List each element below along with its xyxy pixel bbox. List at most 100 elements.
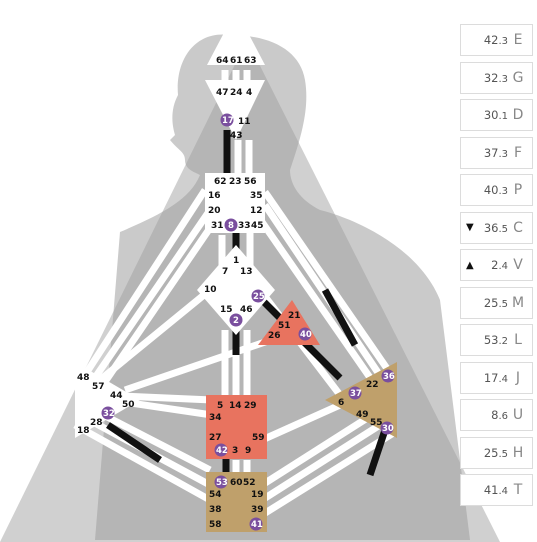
value-decimal: .4 — [498, 261, 508, 272]
planet-row[interactable]: ▼ 36.5 C — [460, 211, 533, 244]
gate-label-highlighted: 53 — [216, 478, 228, 488]
gate-label: 21 — [288, 311, 301, 321]
gate-label-highlighted: 30 — [382, 424, 394, 434]
planet-letter: U — [512, 407, 524, 423]
value-whole: 36 — [483, 220, 499, 235]
gate-label: 6 — [338, 398, 344, 408]
planet-row[interactable]: 17.4 J — [460, 361, 533, 394]
gate-label-highlighted: 36 — [383, 372, 395, 382]
gate-label: 34 — [209, 413, 222, 423]
gate-highlight-marker — [348, 386, 362, 400]
gate-label: 60 — [230, 478, 243, 488]
arrow-indicator: ▼ — [466, 222, 474, 233]
gate-label: 57 — [92, 382, 105, 392]
value-whole: 40 — [483, 183, 499, 197]
value-decimal: .4 — [498, 486, 508, 497]
gate-label: 63 — [244, 56, 257, 66]
gate-label: 31 — [211, 221, 224, 231]
planet-value: 8.6 — [491, 408, 508, 422]
ajna-center — [205, 80, 265, 140]
gate-label: 59 — [252, 433, 265, 443]
value-whole: 25 — [483, 295, 499, 310]
gate-label-highlighted: 37 — [350, 389, 362, 399]
gate-label: 51 — [278, 321, 291, 331]
planet-value: 30.1 — [484, 108, 508, 122]
gate-label: 10 — [204, 285, 217, 295]
gate-label: 35 — [250, 191, 263, 201]
gate-label: 58 — [209, 520, 222, 530]
gate-label: 5 — [217, 401, 223, 411]
gate-label: 62 — [214, 177, 227, 187]
gate-label: 64 — [216, 56, 229, 66]
gate-label: 1 — [233, 256, 239, 266]
gate-label: 4 — [246, 88, 252, 98]
solar-plexus-center — [325, 362, 397, 438]
gate-label: 28 — [90, 418, 103, 428]
gate-label: 12 — [250, 206, 263, 216]
planet-value: 40.3 — [484, 183, 508, 197]
value-decimal: .4 — [498, 373, 508, 385]
gate-label: 27 — [209, 433, 222, 443]
value-decimal: .1 — [498, 111, 508, 122]
g-center — [197, 245, 275, 335]
gate-highlight-marker — [101, 406, 115, 420]
value-whole: 2 — [491, 258, 499, 272]
gate-label-highlighted: 25 — [253, 292, 265, 302]
gate-highlight-marker — [298, 327, 312, 341]
gate-highlight-marker — [220, 113, 234, 127]
gate-label: 16 — [208, 191, 221, 201]
planet-letter: T — [513, 482, 523, 498]
gate-label: 47 — [216, 88, 229, 98]
gate-label: 61 — [230, 56, 243, 66]
gate-label: 14 — [229, 401, 242, 411]
gate-label: 11 — [238, 117, 251, 127]
gate-highlight-marker — [214, 475, 228, 489]
planet-letter: C — [513, 219, 523, 236]
gate-label: 3 — [232, 446, 238, 456]
value-whole: 41 — [483, 483, 499, 497]
value-whole: 53 — [483, 333, 499, 347]
planet-value: 41.4 — [484, 483, 508, 497]
value-decimal: .5 — [498, 298, 508, 310]
planet-letter: J — [515, 369, 521, 386]
gate-label: 24 — [230, 88, 243, 98]
gate-label: 52 — [243, 478, 256, 488]
gate-highlight-marker — [251, 289, 265, 303]
gate-label: 43 — [230, 131, 243, 141]
gate-label: 33 — [238, 221, 251, 231]
spleen-center — [75, 362, 140, 438]
planet-row[interactable]: 8.6 U — [460, 399, 533, 431]
value-whole: 17 — [483, 370, 499, 385]
planet-row[interactable]: 41.4 T — [460, 474, 533, 506]
gate-label: 7 — [222, 267, 228, 277]
planet-row[interactable]: 30.1 D — [460, 99, 533, 131]
gate-label: 26 — [268, 331, 281, 341]
planet-row[interactable]: 25.5 H — [460, 436, 533, 469]
gate-label: 23 — [229, 177, 242, 187]
planet-letter: G — [512, 69, 524, 86]
value-decimal: .5 — [498, 223, 508, 235]
gate-label: 45 — [251, 221, 264, 231]
planet-value: 25.5 — [484, 446, 508, 460]
gate-highlight-marker — [214, 443, 228, 457]
planet-value: 2.4 — [491, 258, 508, 272]
planet-letter: H — [512, 444, 524, 461]
gate-label-highlighted: 8 — [228, 221, 234, 231]
gate-label: 20 — [208, 206, 221, 216]
planet-letter: E — [513, 32, 523, 48]
gate-label-highlighted: 17 — [222, 116, 234, 126]
gate-label-highlighted: 41 — [251, 520, 263, 530]
gate-label: 15 — [220, 305, 233, 315]
planet-letter: D — [512, 107, 524, 123]
gate-label-highlighted: 40 — [300, 330, 312, 340]
value-decimal: .6 — [498, 411, 508, 422]
planet-letter: V — [513, 257, 523, 273]
gate-highlight-marker — [380, 421, 394, 435]
